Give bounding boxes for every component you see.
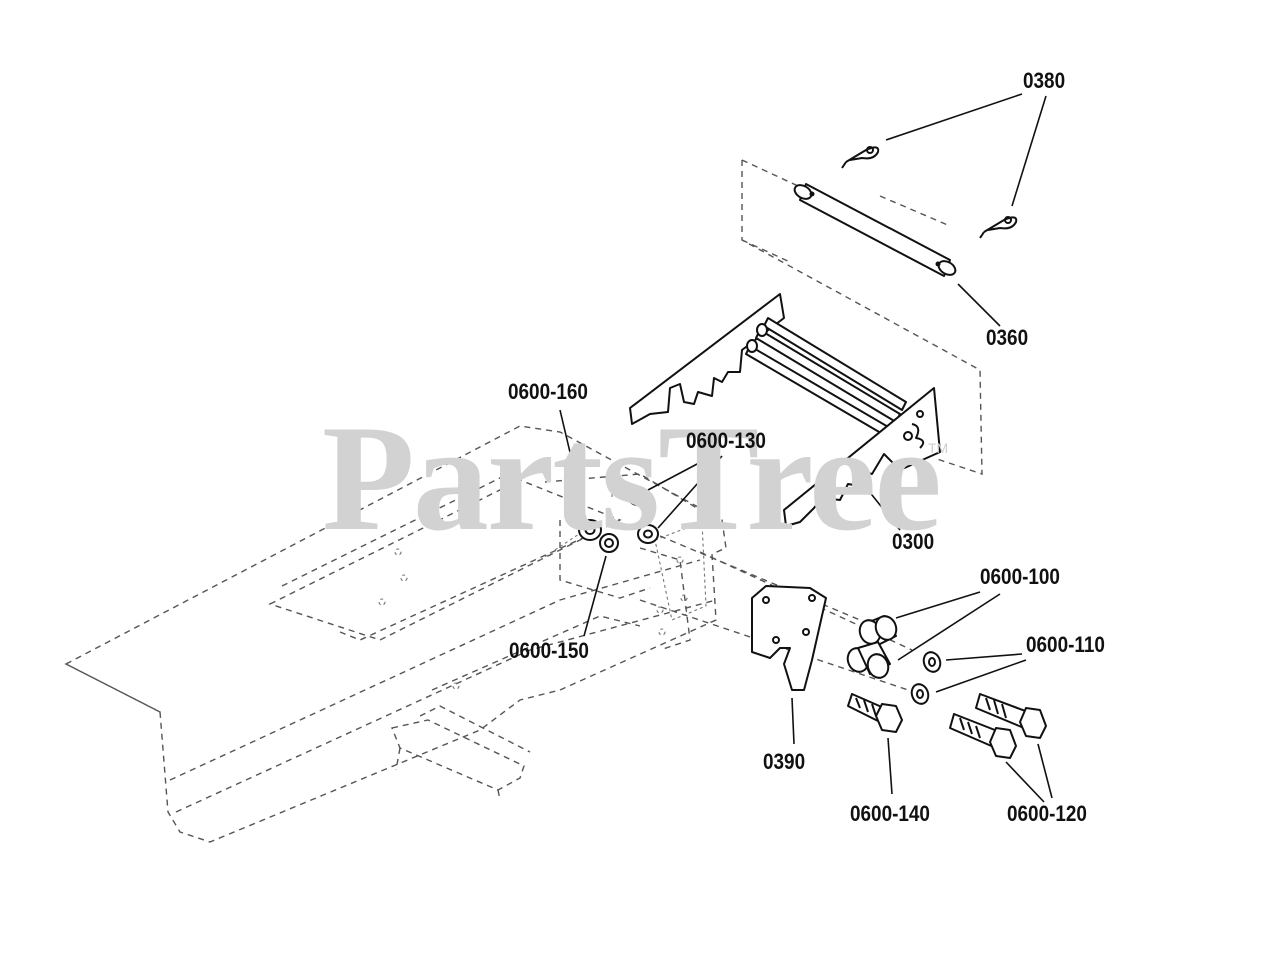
hitch-pin [793, 183, 957, 277]
hairpin-clip-upper [841, 146, 880, 169]
callout-0360: 0360 [986, 325, 1029, 350]
spacer-lower [846, 641, 891, 679]
callout-0600-110: 0600-110 [1026, 632, 1105, 657]
tractor-frame-phantom [64, 425, 727, 843]
bolt-0600-120-upper [975, 693, 1047, 739]
nut-left [578, 519, 602, 541]
callout-0380: 0380 [1023, 68, 1066, 93]
spacer-upper [858, 615, 898, 647]
callout-0300: 0300 [892, 529, 935, 554]
leader-lines [559, 93, 1053, 803]
callout-0600-150: 0600-150 [509, 638, 589, 663]
washer-upper [922, 651, 942, 673]
bolt-0600-120-lower [949, 713, 1017, 759]
callout-0600-140: 0600-140 [850, 801, 930, 826]
watermark-trademark: TM [928, 440, 949, 456]
callout-0600-100: 0600-100 [980, 564, 1060, 589]
nut-upper [627, 486, 649, 506]
nut-lower [637, 524, 659, 544]
bracket-assembly [629, 293, 941, 527]
washer-left [599, 533, 619, 553]
hairpin-clip-lower [979, 216, 1018, 239]
callout-0390: 0390 [763, 749, 806, 774]
callout-0600-130: 0600-130 [686, 428, 766, 453]
callout-0600-160: 0600-160 [508, 379, 588, 404]
bolt-0600-140 [847, 693, 903, 733]
mounting-plate [751, 585, 827, 691]
callout-0600-120: 0600-120 [1007, 801, 1087, 826]
washer-lower [910, 683, 930, 705]
